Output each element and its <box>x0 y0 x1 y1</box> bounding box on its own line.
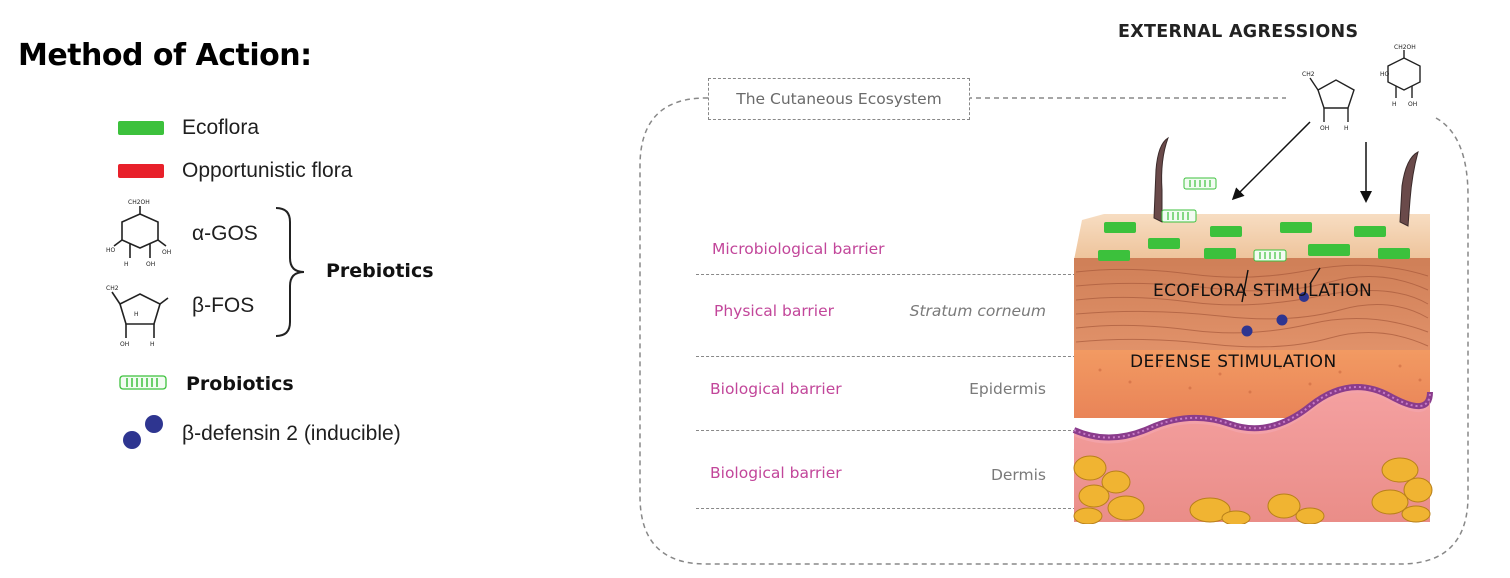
layer-divider <box>696 430 1076 431</box>
alpha-gos-label: α-GOS <box>192 222 258 245</box>
layer-sub-epidermis: Epidermis <box>969 380 1046 398</box>
layer-divider <box>696 508 1076 509</box>
opportunistic-swatch <box>118 164 164 178</box>
svg-text:CH2: CH2 <box>106 285 119 292</box>
probiotics-label: Probiotics <box>186 373 294 395</box>
skin-cross-section-illustration <box>1072 136 1433 524</box>
layer-divider <box>696 274 1076 275</box>
external-sugar-molecules-icon: CH2 OH H CH2OH HO H OH <box>1302 44 1421 132</box>
defensin-icon <box>123 415 163 449</box>
ecosystem-title: The Cutaneous Ecosystem <box>708 78 970 120</box>
svg-text:HO: HO <box>1380 71 1390 78</box>
ecoflora-label: Ecoflora <box>182 116 260 139</box>
beta-fos-molecule-icon: CH2 H OH H <box>106 285 169 348</box>
svg-text:CH2OH: CH2OH <box>1394 44 1416 51</box>
ecosystem-frame <box>639 97 1469 565</box>
external-aggressions-label: EXTERNAL AGRESSIONS <box>1118 22 1359 42</box>
page-title: Method of Action: <box>18 38 312 73</box>
prebiotics-brace-icon <box>275 207 305 337</box>
ecoflora-swatch <box>118 121 164 135</box>
svg-text:OH: OH <box>146 261 155 268</box>
svg-text:OH: OH <box>1320 125 1329 132</box>
svg-text:H: H <box>124 261 129 268</box>
beta-fos-label: β-FOS <box>192 294 255 317</box>
defensin-label: β-defensin 2 (inducible) <box>182 422 401 445</box>
svg-text:OH: OH <box>120 341 129 348</box>
prebiotics-label: Prebiotics <box>326 260 434 282</box>
layer-divider <box>696 356 1076 357</box>
layer-label-biological-epidermis: Biological barrier <box>710 380 842 398</box>
svg-text:CH2: CH2 <box>1302 71 1315 78</box>
defense-stimulation-label: DEFENSE STIMULATION <box>1130 352 1337 372</box>
layer-sub-stratum-corneum: Stratum corneum <box>909 302 1046 320</box>
external-aggression-arrows <box>1231 121 1372 203</box>
layer-label-physical: Physical barrier <box>714 302 835 320</box>
layer-sub-dermis: Dermis <box>990 466 1046 484</box>
alpha-gos-molecule-icon: CH2OH HO OH H OH <box>106 199 171 268</box>
layer-label-microbiological: Microbiological barrier <box>712 240 885 258</box>
svg-text:H: H <box>150 341 155 348</box>
svg-text:OH: OH <box>1408 101 1417 108</box>
svg-text:H: H <box>1344 125 1349 132</box>
layer-label-biological-dermis: Biological barrier <box>710 464 842 482</box>
svg-text:H: H <box>1392 101 1397 108</box>
svg-text:H: H <box>134 311 139 318</box>
svg-text:HO: HO <box>106 247 116 254</box>
svg-text:OH: OH <box>162 249 171 256</box>
opportunistic-label: Opportunistic flora <box>182 159 353 182</box>
ecoflora-stimulation-label: ECOFLORA STIMULATION <box>1153 281 1373 301</box>
svg-text:CH2OH: CH2OH <box>128 199 150 206</box>
probiotic-icon <box>119 375 167 390</box>
